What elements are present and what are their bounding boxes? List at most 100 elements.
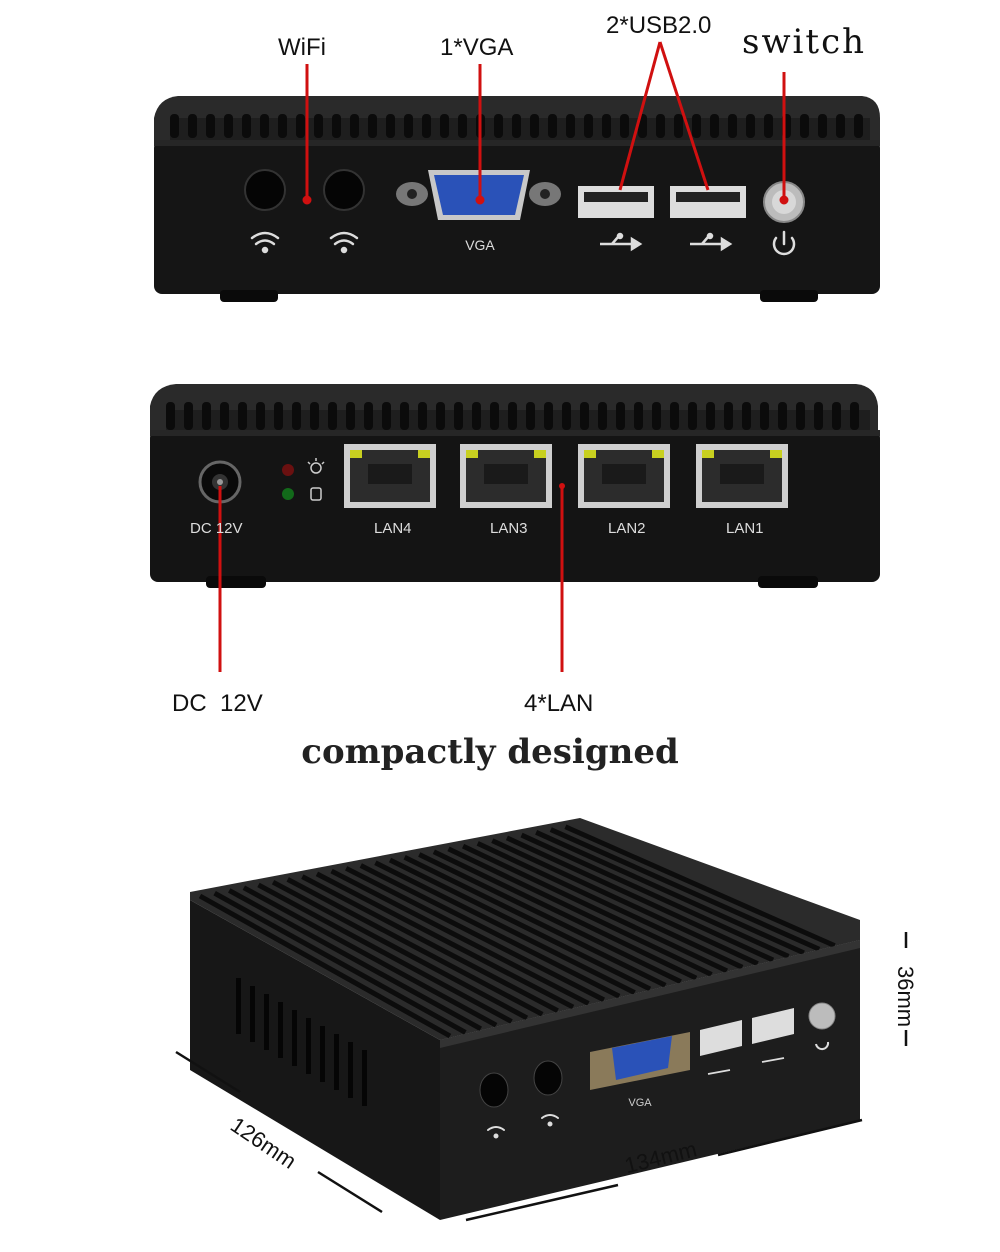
heatsink-fin	[447, 846, 713, 977]
vga-port	[590, 1032, 690, 1090]
vga-port-text: VGA	[465, 237, 495, 253]
usb-callout-label: 2*USB2.0	[606, 12, 712, 39]
heatsink-fin	[350, 114, 359, 138]
front-panel-device: VGA	[154, 41, 880, 302]
power-icon	[772, 230, 796, 256]
heatsink-fin	[382, 402, 391, 430]
heatsink-fin	[315, 871, 575, 1010]
heatsink-fin	[242, 885, 498, 1028]
heatsink-fin	[491, 838, 759, 966]
vent-slot	[292, 1010, 297, 1066]
heatsink-fin	[674, 114, 683, 138]
vent-slot	[264, 994, 269, 1050]
lan-port	[344, 444, 436, 508]
heatsink-fin	[296, 114, 305, 138]
heatsink-fin	[242, 114, 251, 138]
heatsink-fin	[314, 114, 323, 138]
heatsink-fin	[301, 874, 559, 1013]
heatsink-fin	[494, 114, 503, 138]
heatsink-fin	[490, 402, 499, 430]
heatsink-fin	[418, 852, 682, 985]
heatsink-fin	[818, 114, 827, 138]
wifi-antenna-hole	[323, 169, 365, 211]
heatsink-fin	[386, 114, 395, 138]
heatsink-fin	[656, 114, 665, 138]
heatsink-fin	[400, 402, 409, 430]
power-led	[282, 464, 294, 476]
callout-lines	[302, 41, 789, 205]
heatsink-fin	[764, 114, 773, 138]
lan1-text: LAN1	[726, 520, 764, 537]
heatsink-fin	[746, 114, 755, 138]
heatsink-fin	[345, 866, 605, 1003]
vga-callout-label: 1*VGA	[440, 34, 514, 61]
heatsink-fin	[472, 402, 481, 430]
heatsink-fin	[724, 402, 733, 430]
heatsink-fin	[742, 402, 751, 430]
heatsink-fin	[418, 402, 427, 430]
heatsink-fin	[634, 402, 643, 430]
heatsink-fin	[166, 402, 175, 430]
wifi-icon	[250, 231, 359, 254]
usb-port	[700, 1008, 794, 1056]
heatsink-fin	[374, 860, 636, 995]
heatsink-fin	[800, 114, 809, 138]
vent-slot	[362, 1050, 367, 1106]
usb-icon	[600, 232, 733, 252]
vent-slot	[306, 1018, 311, 1074]
heatsink-fin	[616, 402, 625, 430]
heatsink-fin	[436, 402, 445, 430]
heatsink-fin	[832, 402, 841, 430]
heatsink-fin	[602, 114, 611, 138]
heatsink-fin	[544, 402, 553, 430]
heatsink-fin	[310, 402, 319, 430]
lan2-text: LAN2	[608, 520, 646, 537]
vent-slot	[320, 1026, 325, 1082]
lan-port	[578, 444, 670, 508]
hdd-led	[282, 488, 294, 500]
heatsink-fin	[359, 863, 621, 999]
vent-slot	[236, 978, 241, 1034]
heatsink-fin	[620, 114, 629, 138]
dc-callout-label: DC 12V	[172, 690, 263, 717]
heatsink-fin	[257, 882, 513, 1024]
dc-port-text: DC 12V	[190, 520, 243, 537]
heatsink-fin	[548, 114, 557, 138]
heatsink-fin	[706, 402, 715, 430]
heatsink-fin	[388, 857, 652, 992]
heatsink-fin	[328, 402, 337, 430]
heatsink-fin	[476, 841, 744, 970]
heatsink-fin	[778, 402, 787, 430]
height-dimension-label: 36mm	[893, 966, 918, 1028]
heatsink-fin	[260, 114, 269, 138]
wifi-antenna-hole	[244, 169, 286, 211]
heatsink-fin	[220, 402, 229, 430]
heatsink-fin	[432, 849, 698, 981]
heatsink-fin	[202, 402, 211, 430]
heatsink-fin	[364, 402, 373, 430]
heatsink-fin	[530, 114, 539, 138]
heatsink-fin	[286, 877, 544, 1017]
back-callout-lines-lower	[218, 600, 564, 672]
heatsink-fin	[512, 114, 521, 138]
lan-port-text: LAN4 LAN3 LAN2 LAN1	[0, 520, 1000, 540]
heatsink-fin	[549, 827, 821, 952]
heatsink-fin	[526, 402, 535, 430]
heatsink-fin	[346, 402, 355, 430]
compact-heading: compactly designed	[301, 732, 679, 772]
heatsink-fin	[206, 114, 215, 138]
heatsink-fin	[403, 854, 667, 988]
vent-slot	[250, 986, 255, 1042]
vent-slot	[334, 1034, 339, 1090]
heatsink-fin	[238, 402, 247, 430]
power-icon	[815, 1041, 830, 1051]
heatsink-fin	[836, 114, 845, 138]
heatsink-fin	[274, 402, 283, 430]
heatsink-fin	[440, 114, 449, 138]
lan-callout-label: 4*LAN	[524, 690, 594, 717]
heatsink-fin	[760, 402, 769, 430]
wifi-antenna-hole	[533, 1060, 563, 1096]
heatsink-fin	[688, 402, 697, 430]
heatsink-fin	[520, 832, 790, 959]
heatsink-fin	[850, 402, 859, 430]
